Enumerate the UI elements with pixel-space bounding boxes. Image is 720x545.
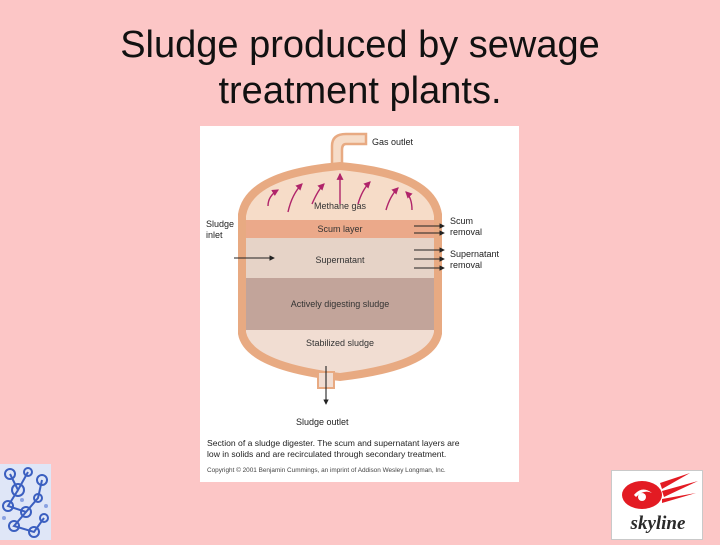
sludge-inlet-label-line2: inlet <box>206 230 223 240</box>
sludge-digester-figure: Gas outlet Methane gas Sludge inlet Scum… <box>200 126 519 482</box>
scum-removal-label-line2: removal <box>450 227 482 237</box>
skyline-logo: skyline <box>611 470 703 540</box>
supernatant-layer <box>246 238 434 278</box>
gas-arrow <box>405 191 413 211</box>
active-sludge-label: Actively digesting sludge <box>291 299 390 309</box>
skyline-sunburst-icon <box>622 473 698 509</box>
supernatant-removal-label-line1: Supernatant <box>450 249 500 259</box>
gas-arrow <box>267 189 280 207</box>
sludge-outlet-label: Sludge outlet <box>296 417 349 427</box>
active-sludge-layer <box>246 278 434 330</box>
digester-diagram: Gas outlet Methane gas Sludge inlet Scum… <box>206 132 500 427</box>
stabilized-sludge-label: Stabilized sludge <box>306 338 374 348</box>
caption-line-2: low in solids and are recirculated throu… <box>207 449 447 459</box>
supernatant-removal-label-line2: removal <box>450 260 482 270</box>
sludge-inlet-label-line1: Sludge <box>206 219 234 229</box>
figure-caption: Section of a sludge digester. The scum a… <box>207 438 517 460</box>
copyright-credit: Copyright © 2001 Benjamin Cummings, an i… <box>207 467 446 474</box>
gas-flow-arrows <box>267 172 413 213</box>
gas-arrow <box>287 183 303 213</box>
gas-arrow <box>357 181 371 205</box>
molecule-pattern-icon <box>0 464 51 540</box>
caption-line-1: Section of a sludge digester. The scum a… <box>207 438 460 448</box>
gas-arrow <box>311 183 325 205</box>
gas-outlet-pipe <box>330 132 368 170</box>
gas-outlet-label: Gas outlet <box>372 137 414 147</box>
gas-arrow <box>385 187 399 211</box>
methane-gas-label: Methane gas <box>314 201 367 211</box>
slide-title: Sludge produced by sewage treatment plan… <box>60 22 660 114</box>
scum-removal-label-line1: Scum <box>450 216 473 226</box>
title-line-1: Sludge produced by sewage <box>120 24 600 66</box>
scum-layer-label: Scum layer <box>317 224 362 234</box>
skyline-logo-text: skyline <box>630 513 686 534</box>
scum-layer <box>246 220 434 238</box>
supernatant-label: Supernatant <box>315 255 365 265</box>
title-line-2: treatment plants. <box>218 70 502 112</box>
